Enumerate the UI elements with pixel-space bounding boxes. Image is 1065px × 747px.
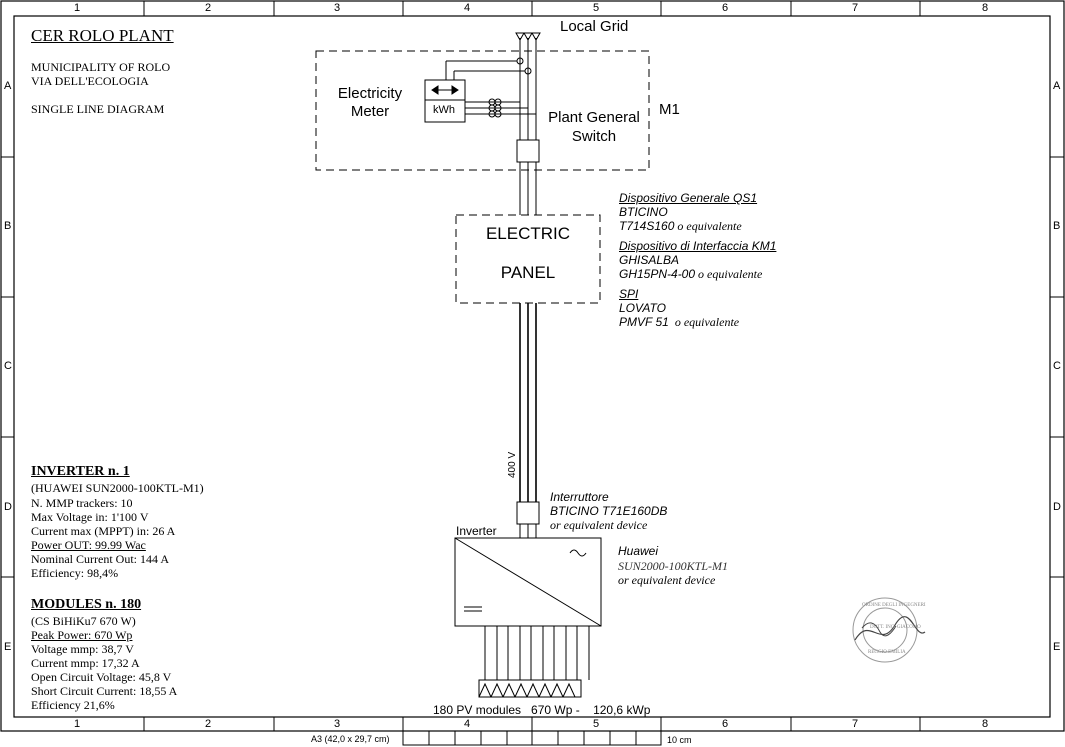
address-line: VIA DELL'ECOLOGIA	[31, 74, 149, 88]
spi-model-line: PMVF 51 o equivalente	[619, 315, 739, 330]
km1-model: GH15PN-4-00	[619, 267, 696, 281]
qs1-title: Dispositivo Generale QS1	[619, 191, 758, 205]
column-label: 4	[464, 718, 471, 730]
module-spec-line: Efficiency 21,6%	[31, 698, 115, 712]
column-label: 6	[722, 2, 729, 14]
meter-label-line2: Meter	[350, 103, 390, 120]
inverter-spec-line: Max Voltage in: 1'100 V	[31, 510, 149, 524]
qs1-model-line: T714S160 o equivalente	[619, 219, 742, 234]
inverter-model: SUN2000-100KTL-M1	[618, 559, 729, 573]
column-label: 5	[593, 718, 600, 730]
stamp-text-top: ORDINE DEGLI INGEGNERI	[862, 603, 926, 608]
m1-enclosure	[315, 50, 650, 171]
switch-label-line1: Plant General	[548, 109, 640, 126]
interface-breaker	[516, 501, 540, 525]
column-label: 3	[334, 2, 341, 14]
breaker-title: Interruttore	[550, 490, 609, 504]
row-label: B	[1053, 220, 1061, 232]
spi-model: PMVF 51	[619, 315, 669, 329]
column-label: 2	[205, 718, 212, 730]
scale-bar-label: 10 cm	[667, 735, 692, 745]
module-spec-line: Peak Power: 670 Wp	[31, 628, 133, 642]
row-label: D	[4, 501, 12, 513]
inverter-spec-line: Efficiency: 98,4%	[31, 566, 119, 580]
row-label: B	[4, 220, 12, 232]
inverter-symbol	[454, 537, 602, 680]
row-label: E	[1053, 641, 1061, 653]
meter-unit: kWh	[433, 104, 455, 116]
spi-title: SPI	[619, 287, 639, 301]
pv-array-label: 180 PV modules 670 Wp - 120,6 kWp	[433, 703, 651, 717]
drawing-title: CER ROLO PLANT	[31, 26, 174, 45]
local-grid-label: Local Grid	[560, 18, 629, 35]
column-label: 7	[852, 718, 859, 730]
row-label: C	[1053, 360, 1061, 372]
km1-title: Dispositivo di Interfaccia KM1	[619, 239, 777, 253]
module-spec-line: Current mmp: 17,32 A	[31, 656, 140, 670]
spi-brand: LOVATO	[619, 301, 666, 315]
panel-label-line2: PANEL	[500, 263, 556, 282]
column-label: 1	[74, 718, 81, 730]
drawing-type-line: SINGLE LINE DIAGRAM	[31, 102, 165, 116]
inverter-spec-line: Power OUT: 99.99 Wac	[31, 538, 146, 552]
paper-size-label: A3 (42,0 x 29,7 cm)	[311, 734, 390, 744]
engineer-stamp	[852, 597, 926, 663]
module-specs-heading: MODULES n. 180	[31, 597, 142, 612]
module-spec-line: Voltage mmp: 38,7 V	[31, 642, 134, 656]
module-spec-line: (CS BiHiKu7 670 W)	[31, 614, 136, 628]
row-label: C	[4, 360, 12, 372]
breaker-model: BTICINO T71E160DB	[550, 504, 668, 518]
column-label: 6	[722, 718, 729, 730]
module-spec-line: Open Circuit Voltage: 45,8 V	[31, 670, 172, 684]
switch-label-line2: Switch	[571, 128, 617, 145]
municipality-line: MUNICIPALITY OF ROLO	[31, 60, 171, 74]
column-label: 4	[464, 2, 471, 14]
column-label: 5	[593, 2, 600, 14]
breaker-equivalent: or equivalent device	[550, 518, 648, 532]
row-label: D	[1053, 501, 1061, 513]
electricity-meter	[424, 79, 466, 123]
km1-equivalent: o equivalente	[698, 267, 763, 281]
stamp-text-bottom: REGGIO EMILIA	[868, 650, 906, 655]
row-label: A	[1053, 80, 1061, 92]
inverter-brand: Huawei	[618, 544, 659, 558]
m1-label: M1	[659, 101, 680, 118]
column-label: 7	[852, 2, 859, 14]
panel-label-line1: ELECTRIC	[485, 224, 571, 243]
km1-model-line: GH15PN-4-00 o equivalente	[619, 267, 762, 282]
module-spec-line: Short Circuit Current: 18,55 A	[31, 684, 178, 698]
inverter-spec-line: Nominal Current Out: 144 A	[31, 552, 169, 566]
inverter-spec-line: N. MMP trackers: 10	[31, 496, 133, 510]
meter-label-line1: Electricity	[337, 85, 403, 102]
km1-brand: GHISALBA	[619, 253, 680, 267]
inverter-label: Inverter	[456, 524, 497, 538]
general-switch	[516, 139, 540, 163]
row-label: E	[4, 641, 12, 653]
voltage-label: 400 V	[507, 452, 518, 478]
ac-cable-400v	[519, 303, 537, 502]
column-label: 2	[205, 2, 212, 14]
inverter-spec-line: (HUAWEI SUN2000-100KTL-M1)	[31, 481, 204, 495]
stamp-text-mid: DOTT. ING. GIACOMO	[870, 625, 921, 630]
grid-conductors	[424, 32, 541, 215]
inverter-spec-line: Current max (MPPT) in: 26 A	[31, 524, 176, 538]
inverter-specs-heading: INVERTER n. 1	[31, 464, 130, 479]
spi-equivalent: o equivalente	[674, 315, 740, 329]
pv-array	[478, 679, 582, 698]
column-label: 3	[334, 718, 341, 730]
qs1-equivalent: o equivalente	[677, 219, 742, 233]
row-label: A	[4, 80, 12, 92]
inverter-equivalent: or equivalent device	[618, 573, 716, 587]
column-label: 1	[74, 2, 81, 14]
qs1-model: T714S160	[619, 219, 675, 233]
qs1-brand: BTICINO	[619, 205, 668, 219]
column-label: 8	[982, 718, 989, 730]
column-label: 8	[982, 2, 989, 14]
